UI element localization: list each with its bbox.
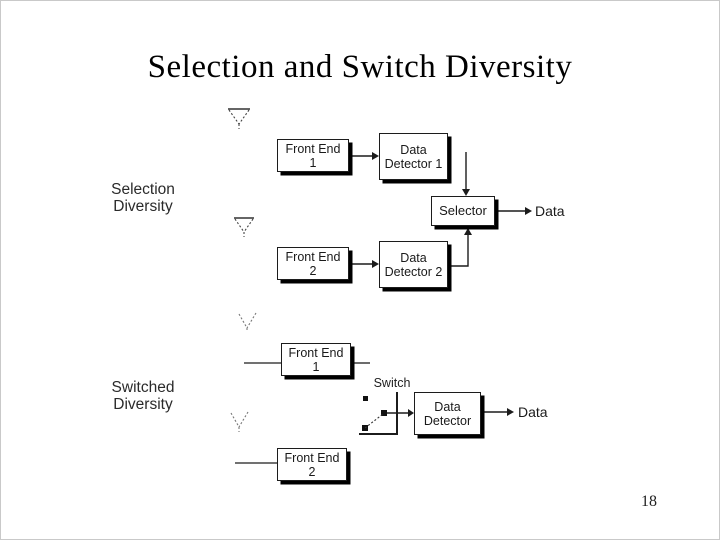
data-detector-2-number: Detector 2: [384, 264, 443, 279]
antenna-icon: [228, 108, 250, 129]
selection-output-label: Data: [535, 203, 565, 219]
selector-box: Selector: [431, 196, 495, 226]
antenna-icon: [230, 411, 249, 432]
switched-data-detector-sub: Detector: [423, 413, 472, 428]
data-detector-1-label: Data: [400, 142, 427, 157]
switched-data-detector-box: Data Detector: [414, 392, 481, 435]
front-end-1-number: 1: [309, 155, 317, 170]
page-title: Selection and Switch Diversity: [147, 49, 573, 85]
switched-front-end-2-number: 2: [308, 464, 316, 479]
switched-output-label: Data: [518, 404, 548, 420]
switched-front-end-2-box: Front End 2: [277, 448, 347, 481]
switch-icon: [359, 392, 398, 435]
switched-label-line2: Diversity: [113, 395, 173, 413]
connector-detector-data: [484, 408, 514, 416]
page-number: 18: [641, 493, 657, 510]
front-end-2-box: Front End 2: [277, 247, 349, 280]
connector-switch-detector: [387, 409, 414, 417]
antenna-icon: [238, 312, 257, 332]
connector-dd1-selector: [462, 152, 470, 196]
data-detector-2-label: Data: [400, 250, 427, 265]
switched-front-end-2-label: Front End: [284, 450, 340, 465]
connector-fe2-dd2: [351, 260, 379, 268]
antenna-icon: [234, 217, 254, 237]
connector-fe1-dd1: [351, 152, 379, 160]
connector-selector-data: [497, 207, 532, 215]
front-end-2-number: 2: [309, 263, 317, 278]
data-detector-1-number: Detector 1: [384, 156, 443, 171]
switch-label: Switch: [373, 376, 411, 390]
front-end-1-box: Front End 1: [277, 139, 349, 172]
selection-label-line2: Diversity: [113, 197, 173, 215]
switched-front-end-1-label: Front End: [288, 345, 344, 360]
front-end-2-label: Front End: [285, 249, 341, 264]
data-detector-2-box: Data Detector 2: [379, 241, 448, 288]
data-detector-1-box: Data Detector 1: [379, 133, 448, 180]
switched-front-end-1-number: 1: [312, 359, 320, 374]
connector-dd2-selector: [451, 228, 472, 267]
front-end-1-label: Front End: [285, 141, 341, 156]
switched-data-detector-label: Data: [434, 399, 461, 414]
switched-front-end-1-box: Front End 1: [281, 343, 351, 376]
switched-label-line1: Switched: [111, 379, 175, 396]
selection-label-line1: Selection: [111, 181, 175, 198]
selection-diversity-label: Selection Diversity: [93, 181, 193, 215]
selector-label: Selector: [439, 203, 487, 218]
switched-diversity-label: Switched Diversity: [93, 379, 193, 413]
